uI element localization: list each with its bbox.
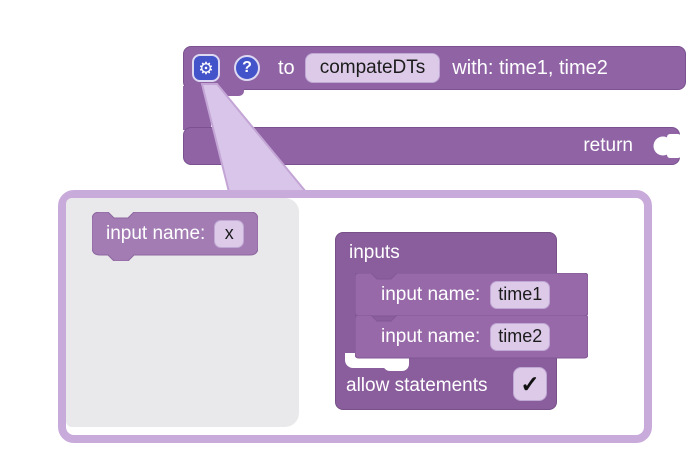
return-value-socket[interactable] — [649, 129, 681, 163]
input-block-time1-label: input name: — [381, 283, 481, 305]
define-return-row[interactable]: return — [183, 127, 680, 165]
statement-notch — [216, 89, 244, 96]
help-button[interactable]: ? — [234, 55, 260, 81]
define-block-header[interactable]: ⚙ ? to compateDTs with: time1, time2 — [183, 46, 686, 90]
inputs-container-label: inputs — [349, 242, 400, 263]
return-label: return — [583, 135, 633, 156]
define-params-label: with: time1, time2 — [452, 56, 608, 79]
flyout-input-name-field[interactable]: x — [214, 219, 245, 248]
flyout-input-block[interactable]: input name: x — [92, 212, 258, 255]
mutator-gear-button[interactable]: ⚙ — [192, 54, 220, 82]
input-block-time2-label: input name: — [381, 325, 481, 347]
input-name-value-time2: time2 — [498, 326, 543, 346]
input-name-field-time1[interactable]: time1 — [490, 280, 551, 309]
flyout-input-name-value: x — [224, 223, 234, 243]
procedure-name-value: compateDTs — [319, 57, 426, 78]
define-to-label: to — [278, 56, 295, 79]
allow-statements-checkbox[interactable]: ✓ — [513, 367, 547, 401]
define-block-spine — [183, 86, 211, 130]
allow-statements-label: allow statements — [346, 375, 488, 396]
checkmark-icon: ✓ — [520, 370, 540, 397]
flyout-input-label: input name: — [106, 222, 206, 244]
procedure-name-field[interactable]: compateDTs — [304, 53, 441, 83]
input-name-value-time1: time1 — [498, 284, 543, 304]
question-icon: ? — [242, 59, 252, 76]
gear-icon: ⚙ — [198, 58, 214, 78]
input-name-field-time2[interactable]: time2 — [490, 322, 551, 351]
input-block-time1[interactable]: input name: time1 — [355, 273, 588, 316]
input-block-time2[interactable]: input name: time2 — [355, 315, 588, 358]
